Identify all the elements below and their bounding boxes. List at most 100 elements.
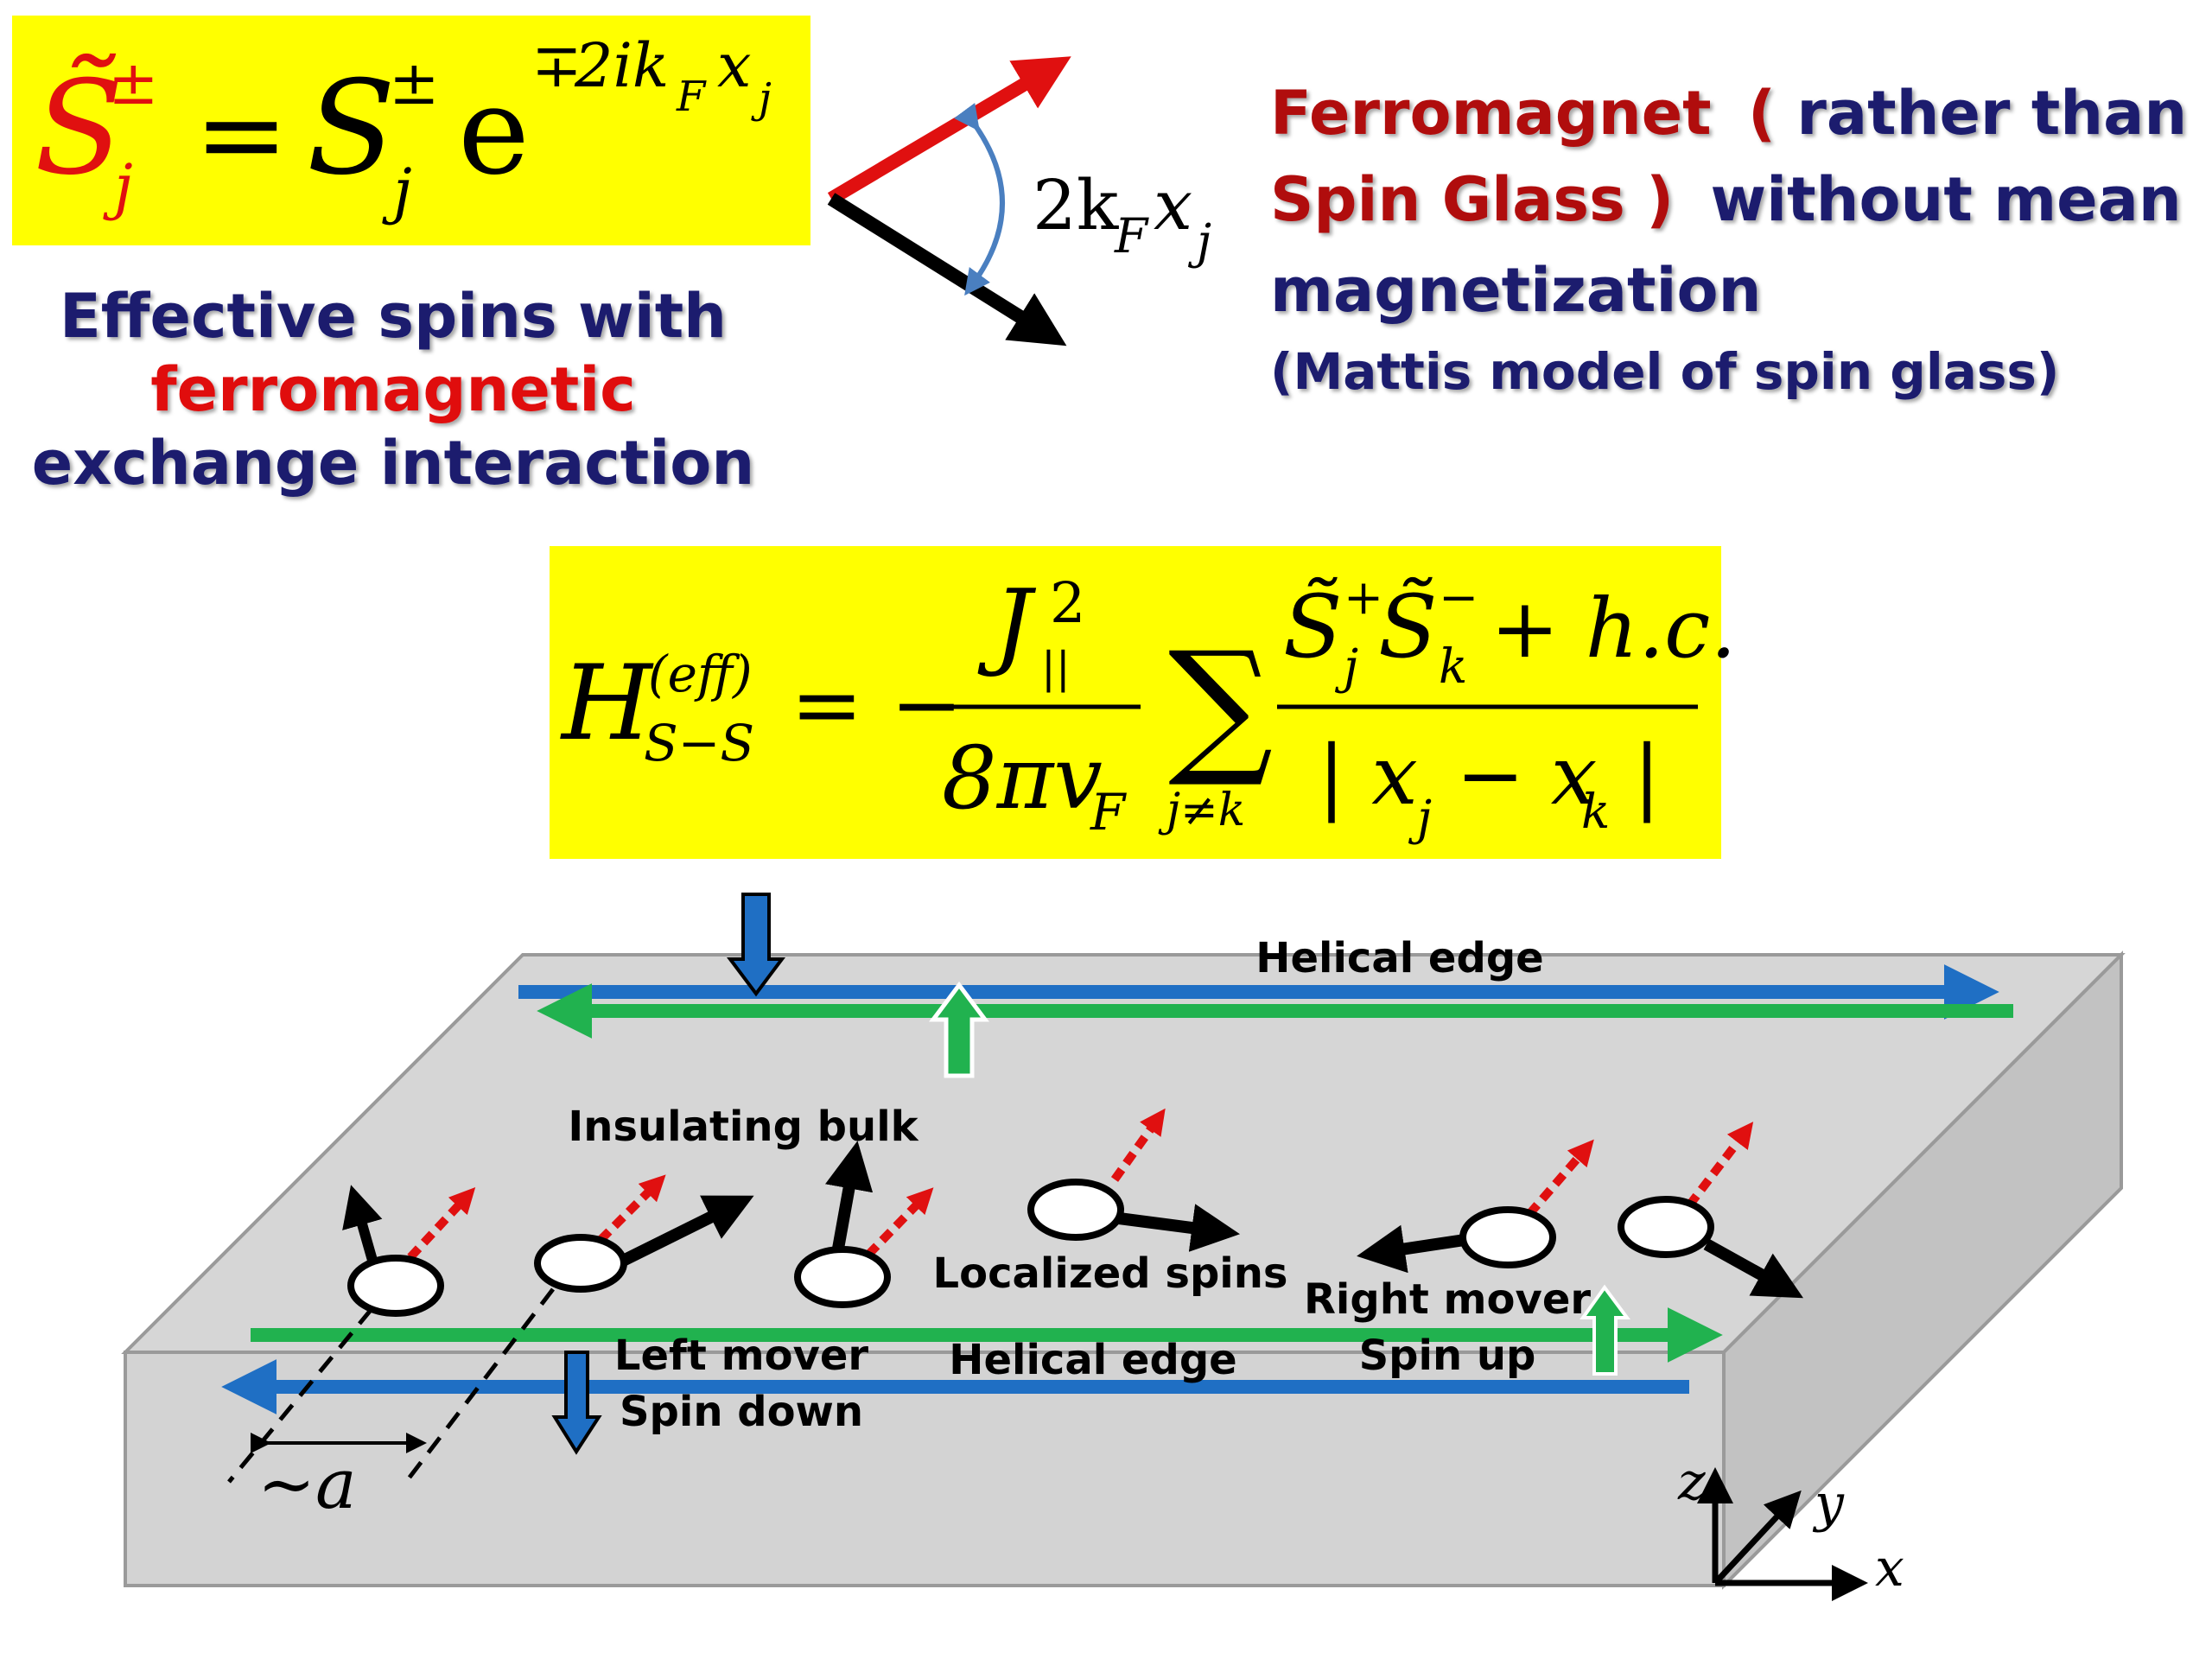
ham-eq-minus: = −: [791, 654, 963, 755]
ham-num-hc: + h.c.: [1491, 582, 1737, 677]
localized-spins: [342, 1108, 1804, 1317]
without-mean: without mean: [1711, 164, 2182, 235]
angle-label-2kf: 2k: [1033, 165, 1120, 245]
ferromagnet-line2: Spin Glass ) without mean: [1270, 164, 2182, 235]
y-axis-label: y: [1812, 1473, 1845, 1534]
effective-spins-line2: ferromagnetic: [150, 354, 636, 425]
spin-5-red-arrow: [1526, 1139, 1594, 1217]
formula-lhs-s: S̃: [35, 54, 124, 204]
spin-6: [1618, 1122, 1804, 1299]
ham-num-S2-sub: k: [1439, 639, 1467, 694]
ham-num-S1-sup: +: [1344, 569, 1383, 625]
formula-effective-spin: S̃ ± j = S ± j e ∓ 2ik F x j: [12, 16, 810, 245]
y-axis-arrow: [1713, 1490, 1802, 1586]
formula-hamiltonian: H (eff) S−S = − J 2 || 8πv F ∑ j≠k S̃ + …: [550, 546, 1737, 859]
angle-label-kf-sub: F: [1114, 208, 1149, 264]
red-spin-vector: [827, 56, 1071, 205]
spin-5-vector: [1357, 1224, 1466, 1274]
angle-label-x: x: [1154, 165, 1192, 245]
formula-lhs-sup: ±: [108, 48, 159, 118]
spacing-dashed-line-2: [404, 1287, 555, 1484]
spin-1-vector: [342, 1185, 383, 1265]
spin-4-site: [1027, 1179, 1124, 1241]
spin-3: [794, 1141, 934, 1308]
ferromagnet-line1: Ferromagnet ( rather than: [1270, 78, 2187, 149]
right-mover-label: Right mover: [1304, 1275, 1591, 1324]
formula-top-background: [12, 16, 810, 245]
ham-H-sup: (eff): [648, 645, 753, 703]
spin-5-site: [1459, 1206, 1556, 1268]
hamiltonian-background: [550, 546, 1721, 859]
formula-rhs-sup: ±: [389, 48, 440, 118]
spin-glass-word: Spin Glass: [1270, 164, 1625, 235]
bottom-spin-down-arrow: [551, 1351, 602, 1455]
ham-num-S2-sup: −: [1439, 569, 1478, 625]
spin-4-red-arrow: [1110, 1108, 1166, 1182]
spin-1-site: [347, 1255, 444, 1317]
slab-side-face: [1722, 950, 2123, 1590]
ferromagnet-word: Ferromagnet: [1270, 78, 1712, 149]
formula-exp-body: 2ik: [574, 30, 669, 101]
spin-2-vector: [614, 1195, 754, 1269]
ham-num-J-sup: 2: [1050, 571, 1085, 636]
bottom-spin-up-arrow: [1580, 1284, 1630, 1376]
top-helical-edge: Helical edge: [518, 893, 2013, 1078]
spin-6-site: [1618, 1196, 1714, 1258]
spin-2: [534, 1174, 754, 1293]
ham-den: 8πv: [942, 728, 1103, 829]
effective-spins-line1: Effective spins with: [60, 281, 727, 352]
effective-spins-line3: exchange interaction: [32, 428, 754, 499]
spin-6-vector: [1703, 1238, 1804, 1299]
effective-spins-caption: Effective spins with ferromagnetic excha…: [32, 281, 754, 499]
slab-labels: Insulating bulk Localized spins Right mo…: [568, 1103, 1591, 1436]
coordinate-axes: x y z: [1677, 1452, 1904, 1601]
formula-exp-x: x: [717, 30, 751, 101]
spin-3-site: [794, 1246, 891, 1308]
formula-exp-e: e: [458, 61, 530, 202]
top-spin-down-arrow: [727, 893, 785, 997]
ham-H: H: [560, 644, 654, 764]
paren-open: (: [1748, 78, 1776, 149]
ham-H-sub: S−S: [644, 714, 754, 772]
angle-diagram: 2k F x j: [827, 56, 1211, 346]
angle-arc-arrow: [954, 103, 1005, 296]
ferromagnet-line3: magnetization: [1270, 255, 1761, 326]
spin-2-red-arrow: [597, 1174, 666, 1243]
z-axis-label: z: [1677, 1452, 1706, 1512]
x-axis-label: x: [1875, 1538, 1904, 1599]
ham-num-S2: S̃: [1378, 576, 1438, 677]
spacing-indicator: ~a: [227, 1287, 555, 1524]
spin-3-red-arrow: [865, 1187, 934, 1258]
helical-edge-top-label: Helical edge: [1255, 934, 1543, 982]
ham-den-close: |: [1633, 728, 1661, 823]
spin-4-vector: [1118, 1204, 1240, 1252]
spin-up-label: Spin up: [1359, 1332, 1536, 1380]
ham-den-xk-sub: k: [1581, 784, 1610, 839]
spin-down-label: Spin down: [620, 1388, 863, 1436]
ferromagnet-caption: Ferromagnet ( rather than Spin Glass ) w…: [1270, 78, 2187, 401]
spin-1: [342, 1185, 476, 1317]
spin-4: [1027, 1108, 1240, 1252]
helical-edge-bottom-label: Helical edge: [949, 1336, 1236, 1384]
spin-2-site: [534, 1234, 627, 1293]
spacing-label: ~a: [257, 1444, 357, 1524]
ham-den-open: | x: [1318, 728, 1418, 823]
localized-spins-label: Localized spins: [933, 1249, 1288, 1298]
insulating-bulk-label: Insulating bulk: [568, 1103, 918, 1151]
ham-sum-sub: j≠k: [1158, 785, 1245, 836]
ham-sum: ∑: [1168, 620, 1273, 791]
ham-den-minus: − x: [1456, 728, 1597, 823]
black-spin-vector: [827, 193, 1067, 346]
formula-equals: =: [194, 68, 289, 200]
rather-than: rather than: [1796, 78, 2187, 149]
top-spin-up-arrow: [929, 981, 989, 1078]
mattis-model-line: (Mattis model of spin glass): [1270, 342, 2059, 401]
paren-close: ): [1646, 164, 1674, 235]
ham-num-S1: S̃: [1283, 576, 1343, 677]
spin-1-red-arrow: [407, 1187, 476, 1261]
formula-rhs-s: S: [307, 54, 396, 204]
spin-6-red-arrow: [1686, 1122, 1754, 1209]
spin-3-vector: [824, 1141, 874, 1250]
ham-num-J-sub: ||: [1041, 643, 1071, 693]
